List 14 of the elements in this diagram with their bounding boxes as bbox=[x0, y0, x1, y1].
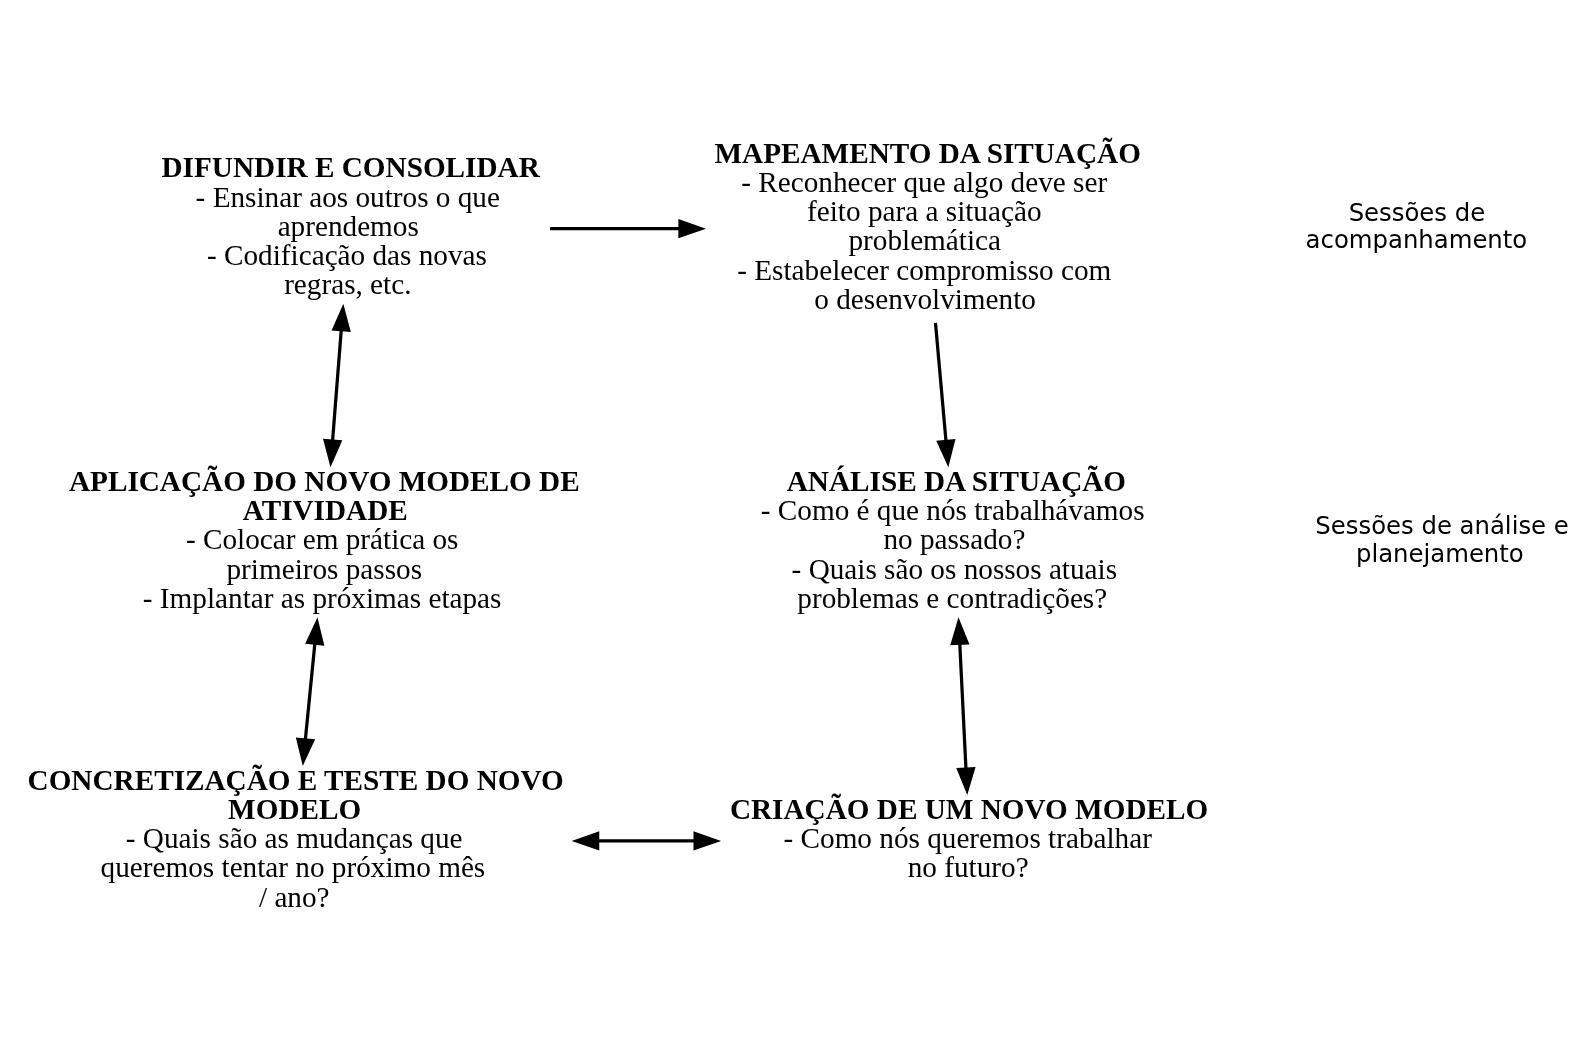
arrow bbox=[550, 218, 706, 238]
label: Sessões de análise e planejamento bbox=[1315, 510, 1569, 568]
arrow bbox=[295, 616, 325, 766]
node-text: APLICAÇÃO DO NOVO MODELO DE ATIVIDADE - Colocar em prática os primeiros passos - Implantar as próximas etapas bbox=[68, 464, 580, 614]
node-text: DIFUNDIR E CONSOLIDAR - Ensinar aos outros o que aprendemos - Codificação das novas regras, etc. bbox=[161, 150, 540, 300]
node-text: ANÁLISE DA SITUAÇÃO - Como é que nós trabalhávamos no passado? - Quais são os nossos atuais problemas e contradições? bbox=[760, 464, 1145, 614]
node-text: MAPEAMENTO DA SITUAÇÃO - Reconhecer que algo deve ser feito para a situação problemática - Estabelecer compromisso com o desenvolvimento bbox=[714, 136, 1141, 315]
arrow bbox=[933, 322, 956, 467]
arrow bbox=[950, 616, 976, 795]
label: Sessões de acompanhamento bbox=[1305, 197, 1528, 254]
arrow bbox=[571, 830, 722, 851]
arrow bbox=[323, 303, 351, 467]
node-text: CRIAÇÃO DE UM NOVO MODELO - Como nós queremos trabalhar no futuro? bbox=[729, 792, 1209, 883]
node-text: CONCRETIZAÇÃO E TESTE DO NOVO MODELO - Quais são as mudanças que queremos tentar no próximo mês / ano? bbox=[27, 763, 564, 913]
